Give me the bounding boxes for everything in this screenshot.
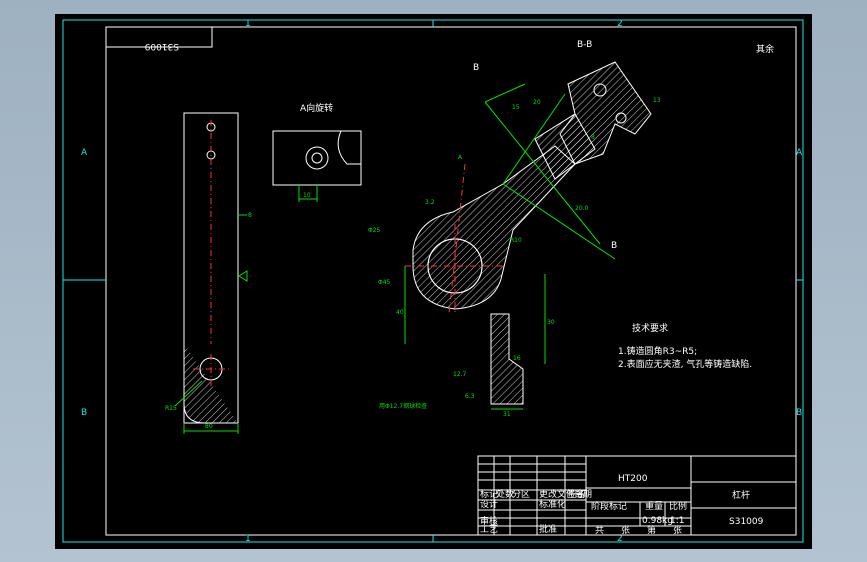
tb-row-zone: 分区 — [512, 489, 530, 500]
dim-main-phi25: Φ25 — [368, 227, 381, 234]
tb-row-approve: 批准 — [539, 523, 557, 535]
dim-section-8: 8 — [591, 134, 595, 141]
stage-label: 阶段标记 — [591, 500, 627, 512]
grid-number-bottom-1: 1 — [245, 534, 251, 544]
dim-main-31: 31 — [503, 411, 511, 418]
tb-row-design: 设计 — [480, 498, 498, 510]
view-a-detail: 10 — [272, 130, 362, 202]
weight-value: 0.98kg — [642, 516, 673, 526]
grid-letter-right-b: B — [796, 408, 802, 418]
dim-main-16: 16 — [513, 355, 521, 362]
grid-letter-left-b: B — [81, 408, 87, 418]
view-a-label: A向旋转 — [300, 102, 333, 114]
code-box-text: S31009 — [144, 41, 179, 51]
sheet-label: 张 — [621, 525, 630, 536]
grid-letter-left-a: A — [81, 148, 88, 158]
cut-mark-b-bottom: B — [611, 241, 617, 251]
tb-row-review: 审核 — [480, 515, 498, 527]
notes-title: 技术要求 — [632, 322, 668, 334]
code-box — [105, 26, 213, 48]
grid-number-top-1: 1 — [245, 19, 251, 29]
tb-row-standard: 标准化 — [539, 498, 566, 510]
dim-section-20-0: 20.0 — [575, 205, 589, 212]
note-item-1: 1.铸造圆角R3~R5; — [618, 345, 697, 357]
dim-main-6-3: 6.3 — [465, 393, 475, 400]
tb-row-change: 更改文件号 — [539, 488, 584, 500]
grid-letter-right-a: A — [796, 148, 803, 158]
dim-main-3-2: 3.2 — [425, 199, 435, 206]
dim-main-r10: R10 — [510, 237, 522, 244]
left-arm-view: 8 80 R15 — [165, 112, 252, 434]
tb-row-date: 日期 — [574, 489, 592, 500]
drawing-canvas[interactable]: 1 2 1 2 A B A B S31009 8 80 R15 A向旋转 — [55, 14, 812, 549]
scale-label: 比例 — [669, 500, 687, 512]
dim-left-r15: R15 — [165, 405, 177, 412]
inner-frame — [105, 26, 797, 536]
scale-value: 1:1 — [670, 516, 684, 526]
material-text: HT200 — [618, 474, 648, 484]
dim-left-80: 80 — [205, 423, 213, 430]
dim-left-8: 8 — [248, 212, 252, 219]
dim-main-phi45: Φ45 — [378, 279, 391, 286]
drawing-svg: 1 2 1 2 A B A B S31009 8 80 R15 A向旋转 — [62, 19, 804, 544]
grid-number-top-2: 2 — [617, 19, 623, 29]
dim-main-12-7: 12.7 — [453, 371, 467, 378]
title-block — [477, 455, 797, 536]
tb-row-mark: 标记 — [480, 488, 498, 500]
tb-row-sign: 签名 — [567, 488, 585, 500]
sheet-number-label: 第 — [647, 524, 656, 536]
part-name-text: 杠杆 — [732, 489, 750, 501]
dim-main-30: 30 — [547, 319, 555, 326]
sheet-label-2: 张 — [673, 525, 682, 536]
dim-main-40: 40 — [396, 309, 404, 316]
cut-mark-a: A — [458, 154, 463, 161]
section-b-b-label: B-B — [577, 40, 592, 50]
tb-row-process: 工艺 — [480, 524, 498, 535]
grid-number-bottom-2: 2 — [617, 534, 623, 544]
sheet-total-label: 共 — [595, 525, 604, 536]
main-lever-view: A 3.2 Φ25 R10 Φ45 40 30 16 31 12.7 6.3 用… — [368, 93, 616, 418]
ball-check-note: 用Φ12.7钢球检查 — [379, 402, 427, 410]
dim-view-a-10: 10 — [303, 192, 311, 199]
cut-mark-b-top: B — [473, 63, 479, 73]
other-surfaces-label: 其余 — [756, 43, 774, 55]
weight-label: 重量 — [645, 500, 663, 512]
note-item-2: 2.表面应无夹渣, 气孔等铸造缺陷. — [618, 358, 752, 370]
tb-row-count: 处数 — [496, 488, 514, 500]
dim-section-20: 20 — [533, 99, 541, 106]
drawing-number-text: S31009 — [729, 517, 764, 527]
dim-section-15: 15 — [512, 104, 520, 111]
section-b-b-view: 15 20 13 8 20.0 — [484, 61, 661, 245]
dim-section-13: 13 — [653, 97, 661, 104]
